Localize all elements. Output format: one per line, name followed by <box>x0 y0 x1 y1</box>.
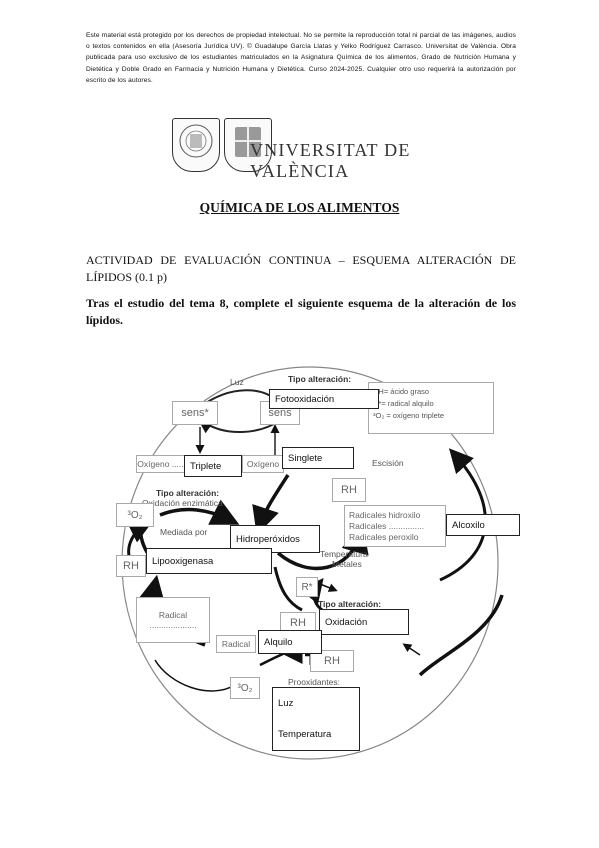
alteration-type-label-2: Tipo alteración: <box>156 488 220 498</box>
university-seal-icon <box>172 118 220 172</box>
sens-star-box: sens* <box>172 401 218 425</box>
legend-box: RH= ácido graso R*= radical alquilo ³O₂ … <box>368 382 494 434</box>
answer-fotooxidacion[interactable]: Fotooxidación <box>269 389 379 409</box>
temperatura-label: Temperatura <box>320 549 368 559</box>
answer-luz: Luz <box>278 698 294 709</box>
luz-label: Luz <box>230 377 244 387</box>
alteration-type-label-1: Tipo alteración: <box>288 374 352 384</box>
metales-label: Metales <box>332 559 362 569</box>
answer-singlete[interactable]: Singlete <box>282 447 354 469</box>
rh-box-1: RH <box>332 478 366 502</box>
instruction-text: Tras el estudio del tema 8, complete el … <box>86 296 516 327</box>
triplet-oxygen-box-2: ³O₂ <box>230 677 260 699</box>
coat-of-arms-icon <box>224 118 272 172</box>
prooxidantes-label: Prooxidantes: <box>288 677 340 687</box>
radicals-box: Radicales hidroxilo Radicales ..........… <box>344 505 446 547</box>
rh-box-4: RH <box>310 650 354 672</box>
answer-alquilo[interactable]: Alquilo <box>258 630 322 654</box>
mediada-por-label: Mediada por <box>160 527 208 537</box>
radical-box-2: Radical <box>216 635 256 653</box>
legend-line-2: R*= radical alquilo <box>373 399 434 408</box>
radical-dots: .................... <box>149 620 197 630</box>
alteration-type-label-3: Tipo alteración: <box>318 599 382 609</box>
rh-box-2: RH <box>116 555 146 577</box>
answer-alcoxilo[interactable]: Alcoxilo <box>446 514 520 536</box>
activity-heading: ACTIVIDAD DE EVALUACIÓN CONTINUA – ESQUE… <box>86 253 516 284</box>
triplet-oxygen-box-1: ³O₂ <box>116 503 154 527</box>
r-star-box: R* <box>296 577 318 597</box>
radicales-hidroxilo-label: Radicales hidroxilo <box>349 509 421 520</box>
answer-oxidacion[interactable]: Oxidación <box>319 609 409 635</box>
university-logo: VNIVERSITAT DE VALÈNCIA <box>172 118 472 181</box>
legend-line-3: ³O₂ = oxígeno triplete <box>373 411 445 420</box>
radicales-label: Radicales ............... <box>349 520 425 531</box>
answer-lipooxigenasa[interactable]: Lipooxigenasa <box>146 548 272 574</box>
radical-box-1: Radical .................... <box>136 597 210 643</box>
radical-label-1: Radical <box>158 610 188 620</box>
oxidacion-enzimatica-label: Oxidación enzimática <box>142 498 223 508</box>
answer-prooxidantes-box[interactable]: Luz Temperatura <box>272 687 360 751</box>
page-title: QUÍMICA DE LOS ALIMENTOS <box>199 200 400 215</box>
rh-box-3: RH <box>280 612 316 634</box>
answer-triplete[interactable]: Triplete <box>184 455 242 477</box>
oxygen-box-2: Oxígeno <box>242 455 284 473</box>
lipid-alteration-diagram: Luz Tipo alteración: sens* sens RH= ácid… <box>110 355 520 765</box>
radicales-peroxilo-label: Radicales peroxilo <box>349 531 419 542</box>
answer-temperatura: Temperatura <box>278 729 332 740</box>
legend-line-1: RH= ácido graso <box>373 387 430 396</box>
university-wordmark: VNIVERSITAT DE VALÈNCIA <box>250 140 411 181</box>
copyright-notice: Este material está protegido por los der… <box>86 32 516 84</box>
escision-label: Escisión <box>372 458 404 468</box>
